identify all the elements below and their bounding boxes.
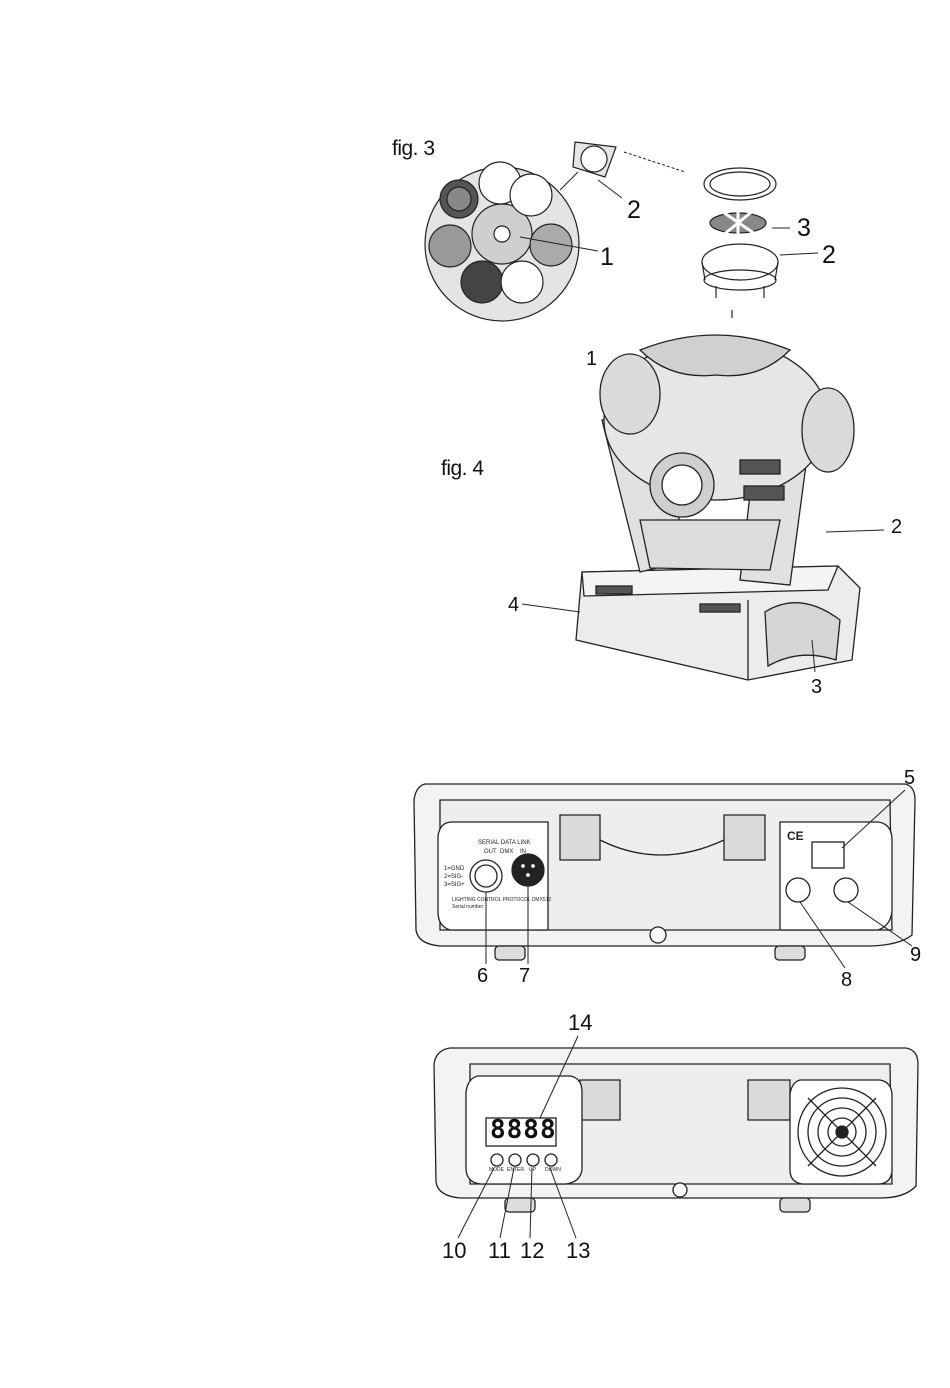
control-callout-13: 13 — [566, 1240, 590, 1262]
control-button-down-label: DOWN — [545, 1168, 561, 1173]
control-button-mode-label: MODE — [489, 1168, 504, 1173]
control-callout-11: 11 — [488, 1240, 511, 1262]
control-callout-10: 10 — [442, 1240, 466, 1262]
control-display: 8888 — [490, 1115, 557, 1145]
control-callout-12: 12 — [520, 1240, 544, 1262]
control-button-enter-label: ENTER — [507, 1168, 524, 1173]
control-callout-14: 14 — [568, 1012, 592, 1034]
control-button-up-label: UP — [529, 1168, 536, 1173]
